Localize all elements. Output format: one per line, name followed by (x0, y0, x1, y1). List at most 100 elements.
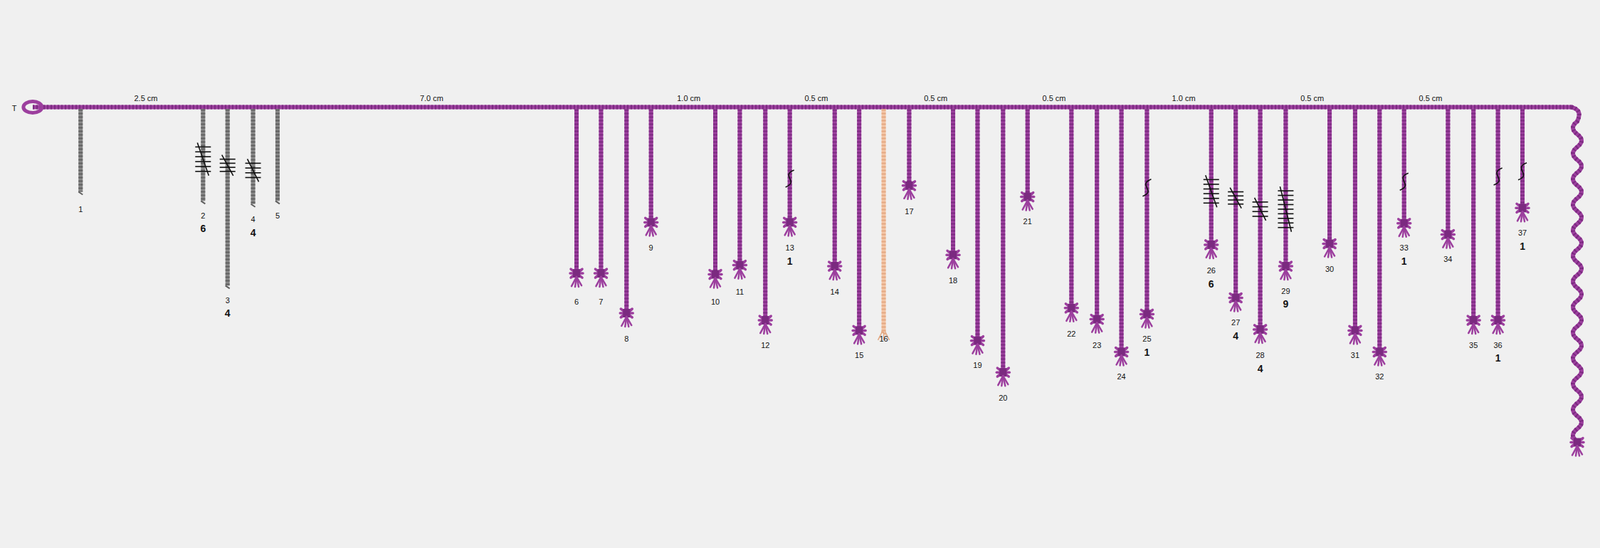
knot-cluster (595, 269, 606, 277)
pendant-cord-twist (1069, 109, 1074, 308)
knot-cluster (1572, 439, 1583, 447)
pendant-cord (225, 109, 230, 287)
knot-fringe (1066, 311, 1072, 321)
long-knot-turn (195, 151, 211, 154)
spacing-dimension: 1.0 cm (1172, 93, 1196, 102)
long-knot-turn (1203, 183, 1220, 186)
pendant-cord-twist (950, 109, 956, 255)
cord-number: 10 (711, 298, 720, 307)
knot-cluster (1517, 204, 1528, 212)
knot-fringe (1146, 317, 1152, 326)
cord-number: 4 (250, 215, 255, 224)
pendant-cord (713, 109, 718, 275)
knot-cluster (760, 316, 771, 324)
knot-fringe (1374, 355, 1380, 365)
knot-cluster (1255, 325, 1266, 334)
knot-cluster (1324, 240, 1335, 248)
knot-fringe (1329, 247, 1335, 257)
main-cord (32, 105, 1573, 110)
single-knot (1518, 162, 1527, 181)
knot-cluster (1091, 316, 1102, 324)
knot-value: 4 (1257, 363, 1264, 374)
knot-fringe (646, 225, 652, 235)
knot-cluster (1066, 304, 1077, 312)
knot-cluster (1493, 316, 1504, 324)
pendant-cord-twist (1000, 109, 1005, 373)
knot-fringe (854, 333, 860, 344)
knot-fringe (1324, 247, 1330, 257)
knot-cluster (621, 309, 632, 317)
knot-fringe (790, 225, 796, 235)
long-knot-turn (245, 167, 262, 169)
cord-number: 11 (735, 288, 744, 297)
long-knot-turn (245, 162, 262, 165)
knot-fringe (972, 344, 978, 354)
knot-cluster (1116, 348, 1127, 356)
pendant-cord (1377, 109, 1382, 352)
pendant-cord (1144, 109, 1149, 314)
knot-fringe (1260, 333, 1266, 342)
pendant-cord-twist (737, 109, 742, 265)
knot-value: 1 (1144, 347, 1151, 358)
long-knot-turn (219, 166, 236, 168)
long-knot-turn (1203, 202, 1220, 205)
long-knot-turn (1277, 195, 1294, 197)
knot-fringe (595, 276, 601, 287)
cord-number: 34 (1443, 255, 1452, 264)
long-knot-axis (1205, 175, 1218, 208)
pendant-cord (1094, 109, 1099, 319)
long-knot-turn (245, 177, 262, 179)
cord-number: 22 (1066, 329, 1076, 338)
knot-cluster (1141, 310, 1152, 318)
pendant-cord (762, 109, 768, 321)
knot-fringe (1493, 323, 1499, 334)
pendant-cord (78, 109, 83, 193)
pendant-cord-twist (1209, 109, 1214, 245)
long-knot-axis (197, 142, 209, 176)
knot-fringe (600, 276, 606, 286)
long-knot-turn (219, 170, 236, 173)
cord-number: 14 (830, 288, 840, 297)
knot-fringe (621, 316, 627, 326)
cord-number: 1 (78, 204, 83, 213)
knot-fringe (1071, 311, 1077, 321)
long-knot-turn (1227, 203, 1244, 205)
pendant-cord (649, 109, 654, 223)
pendant-cord (975, 109, 980, 341)
long-knot-turn (1203, 179, 1220, 181)
cord-number: 27 (1231, 318, 1240, 327)
pendant-cord-twist (975, 109, 980, 341)
long-knot-turn (1277, 213, 1294, 215)
pendant-cord (1327, 109, 1332, 244)
pendant-cord (1258, 109, 1263, 329)
cord-number: 12 (760, 340, 770, 349)
pendant-cord-twist (624, 109, 629, 313)
knot-fringe (1285, 269, 1291, 279)
long-knot-axis (1229, 187, 1242, 209)
long-knot-axis (1254, 197, 1267, 221)
pendant-cord-twist (1025, 109, 1030, 197)
knot-fringe (715, 278, 721, 287)
pendant-cord-twist (1283, 109, 1288, 267)
pendant-cord-twist (1258, 109, 1263, 329)
knot-cluster (734, 261, 745, 270)
pendant-cord-twist (78, 109, 83, 193)
end-cord (1571, 107, 1582, 442)
end-cord-twist (1571, 107, 1582, 442)
cord-number: 21 (1023, 217, 1033, 226)
pendant-cord (1445, 109, 1450, 235)
cord-number: 30 (1325, 265, 1334, 274)
pendant-cord (1209, 109, 1214, 245)
knot-cluster (903, 182, 914, 190)
knot-cluster (1230, 294, 1241, 302)
cord-number: 20 (998, 394, 1008, 403)
long-knot-turn (195, 146, 211, 149)
knot-fringe (1399, 227, 1405, 237)
pendant-cord (624, 109, 629, 313)
pendant-cord-twist (1119, 109, 1124, 352)
knot-value: 4 (250, 227, 257, 238)
pendant-cord-twist (275, 109, 280, 202)
pendant-cord (832, 109, 838, 267)
long-knot-axis (247, 158, 260, 182)
